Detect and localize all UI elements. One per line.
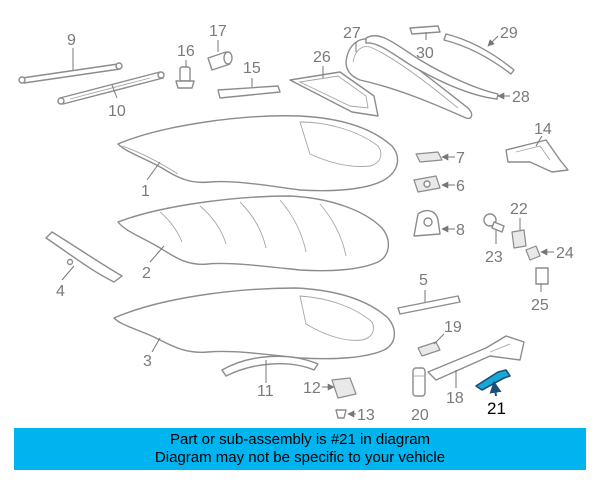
info-banner: Part or sub-assembly is #21 in diagram D… — [14, 428, 586, 470]
part-15: 15 — [217, 60, 281, 99]
callout-26: 26 — [313, 49, 331, 66]
callout-11: 11 — [257, 383, 274, 400]
parts-diagram: 9 10 16 17 15 26 27 — [18, 23, 574, 424]
part-26: 26 — [289, 49, 379, 117]
callout-19: 19 — [444, 319, 462, 336]
callout-7: 7 — [456, 150, 465, 167]
part-8: 8 — [413, 209, 465, 239]
part-2: 2 — [117, 195, 389, 282]
part-19: 19 — [417, 319, 462, 357]
callout-27: 27 — [343, 25, 361, 42]
part-17: 17 — [207, 23, 233, 71]
callout-9: 9 — [67, 32, 76, 49]
callout-10: 10 — [108, 103, 126, 120]
part-13: 13 — [335, 407, 375, 424]
callout-13: 13 — [357, 407, 375, 424]
callout-24: 24 — [556, 245, 574, 262]
part-14: 14 — [505, 121, 569, 173]
callout-15: 15 — [243, 60, 261, 77]
part-25: 25 — [531, 267, 549, 314]
callout-23: 23 — [485, 249, 503, 266]
callout-28: 28 — [512, 89, 530, 106]
part-11: 11 — [221, 355, 319, 400]
callout-6: 6 — [456, 178, 465, 195]
part-29: 29 — [443, 25, 518, 75]
part-23: 23 — [483, 213, 505, 266]
part-4: 4 — [45, 231, 123, 300]
callout-18: 18 — [446, 390, 464, 407]
part-1: 1 — [117, 115, 399, 200]
callout-17: 17 — [209, 23, 227, 40]
part-18: 18 — [427, 335, 525, 407]
callout-22: 22 — [510, 201, 528, 218]
part-5: 5 — [397, 272, 461, 315]
part-30: 30 — [409, 25, 441, 62]
part-20: 20 — [411, 367, 429, 424]
part-28: 28 — [365, 35, 530, 106]
callout-25: 25 — [531, 297, 549, 314]
callout-8: 8 — [456, 222, 465, 239]
callout-1: 1 — [141, 183, 150, 200]
callout-21: 21 — [487, 399, 506, 418]
part-9: 9 — [18, 32, 123, 84]
part-12: 12 — [303, 377, 357, 399]
callout-5: 5 — [419, 272, 428, 289]
callout-29: 29 — [500, 25, 518, 42]
banner-line-2: Diagram may not be specific to your vehi… — [154, 449, 446, 466]
banner-line-1: Part or sub-assembly is #21 in diagram — [169, 431, 431, 448]
callout-2: 2 — [142, 265, 151, 282]
callout-12: 12 — [303, 380, 321, 397]
callout-14: 14 — [534, 121, 552, 138]
callout-3: 3 — [143, 353, 152, 370]
part-3: 3 — [113, 287, 395, 370]
part-24: 24 — [525, 245, 574, 262]
callout-4: 4 — [56, 283, 65, 300]
callout-16: 16 — [177, 43, 195, 60]
callout-20: 20 — [411, 407, 429, 424]
part-7: 7 — [415, 150, 465, 167]
part-22: 22 — [510, 201, 528, 249]
part-16: 16 — [175, 43, 195, 89]
part-21-highlighted[interactable]: 21 — [475, 369, 511, 418]
part-10: 10 — [57, 71, 165, 120]
callout-30: 30 — [416, 45, 434, 62]
part-6: 6 — [413, 175, 465, 195]
